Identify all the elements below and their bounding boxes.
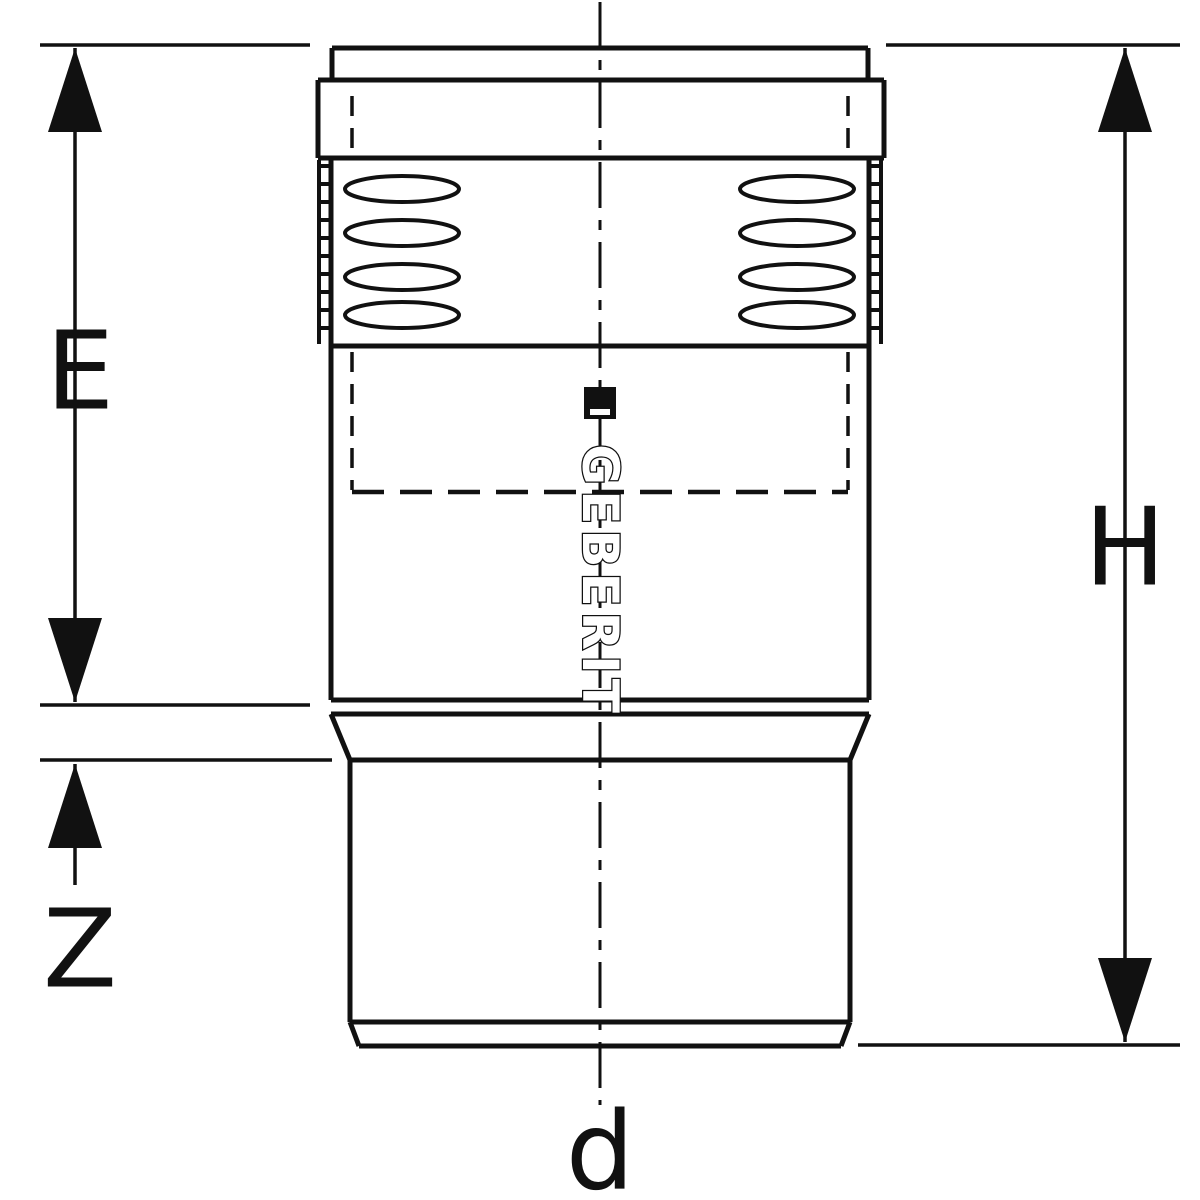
corrugation-groove xyxy=(738,174,856,204)
corrugation-groove xyxy=(343,262,461,292)
dim-label-e: E xyxy=(46,310,114,435)
geberit-logo-icon-detail xyxy=(590,409,610,415)
corrugation-groove xyxy=(343,300,461,330)
chamfer-right-slant xyxy=(838,1021,853,1047)
dimension-lines xyxy=(40,43,1180,1047)
corrugation-groove xyxy=(343,174,461,204)
arrow-up-icon xyxy=(48,764,102,848)
brand-wordmark: GEBERIT xyxy=(571,444,629,718)
dimension-labels: E Z H d xyxy=(43,310,1166,1200)
corrugated-section xyxy=(317,160,883,344)
corrugation-groove xyxy=(343,218,461,248)
dimension-arrowheads xyxy=(48,48,1152,1042)
taper-left-edge xyxy=(328,713,353,761)
fitting-outline xyxy=(315,45,887,1049)
chamfer-left-slant xyxy=(347,1021,362,1047)
brand-group: GEBERIT xyxy=(570,387,630,719)
dim-label-h: H xyxy=(1084,486,1165,611)
arrow-down-icon xyxy=(48,618,102,702)
hidden-edges xyxy=(350,96,850,495)
corrugation-groove xyxy=(738,218,856,248)
dim-label-z: Z xyxy=(43,888,117,1013)
dim-label-d: d xyxy=(566,1090,635,1200)
arrow-up-icon xyxy=(1098,48,1152,132)
taper-right-edge xyxy=(847,713,872,761)
arrow-up-icon xyxy=(48,48,102,132)
arrow-down-icon xyxy=(1098,958,1152,1042)
corrugation-groove xyxy=(738,262,856,292)
corrugation-groove xyxy=(738,300,856,330)
